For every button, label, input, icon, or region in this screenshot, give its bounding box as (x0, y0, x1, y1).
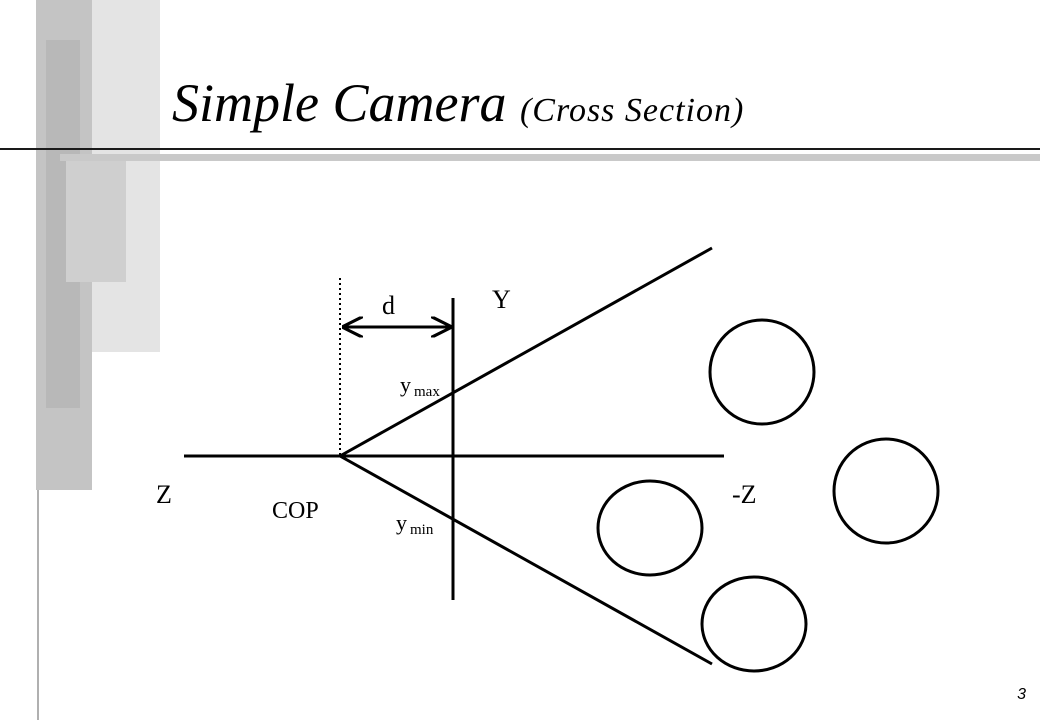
title-rule-light (60, 154, 1040, 161)
deco-line-vertical (37, 490, 39, 720)
label-y-max-base: y (400, 372, 411, 397)
page-number: 3 (1017, 686, 1026, 703)
title-rule-dark (0, 148, 1040, 150)
frustum-lower-edge (339, 454, 713, 666)
label-y-min-sub: min (410, 522, 434, 538)
object-circle-3 (596, 479, 704, 577)
label-cop: COP (272, 498, 319, 524)
object-circle-1 (708, 318, 816, 426)
label-z-axis: Z (156, 480, 172, 509)
slide-title: Simple Camera (Cross Section) (172, 72, 744, 134)
label-y-max-sub: max (414, 384, 440, 400)
frustum-upper-edge (339, 246, 713, 458)
deco-block-inner (66, 160, 126, 282)
label-y-axis: Y (492, 285, 511, 314)
label-d: d (382, 291, 395, 320)
label-y-min-base: y (396, 510, 407, 535)
label-neg-z-axis: -Z (732, 480, 757, 509)
object-circle-2 (832, 437, 940, 545)
slide-subtitle: (Cross Section) (519, 92, 745, 129)
slide-title-main: Simple Camera (172, 73, 507, 133)
object-circle-4 (700, 575, 808, 673)
